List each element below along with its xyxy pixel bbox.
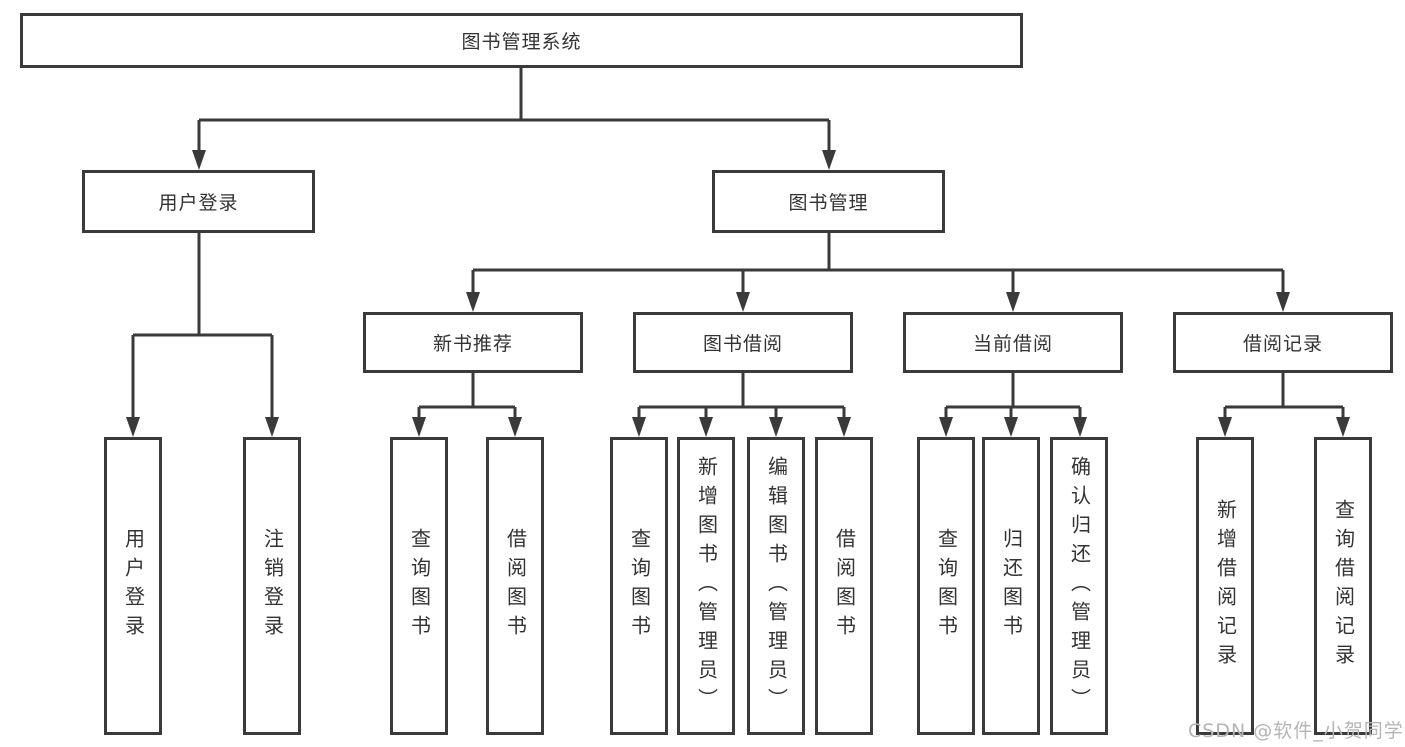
leaf-label: 注销登录 [260,528,285,644]
leaf-label: 查询借阅记录 [1331,499,1356,673]
leaf-add-books-admin: 新增图书（管理员） [677,437,735,735]
leaf-label: 用户登录 [121,528,146,644]
leaf-confirm-return-admin: 确认归还（管理员） [1050,437,1108,735]
leaf-label: 查询图书 [407,528,432,644]
leaf-label: 查询图书 [627,528,652,644]
leaf-borrow-books-recommend: 借阅图书 [486,437,544,735]
leaf-query-borrow-record: 查询借阅记录 [1314,437,1372,735]
leaf-label: 新增图书（管理员） [694,455,719,717]
node-current-borrow: 当前借阅 [903,312,1123,373]
leaf-label: 确认归还（管理员） [1067,455,1092,717]
node-borrow-records: 借阅记录 [1173,312,1393,373]
leaf-label: 归还图书 [999,528,1024,644]
connector-segments [131,68,1345,418]
arrowheads [126,150,1350,437]
leaf-borrow-books: 借阅图书 [815,437,873,735]
node-user-login: 用户登录 [82,170,315,233]
leaf-user-login: 用户登录 [104,437,162,735]
leaf-label: 查询图书 [934,528,959,644]
leaf-label: 编辑图书（管理员） [764,455,789,717]
node-new-book-recommend: 新书推荐 [363,312,583,373]
csdn-watermark: CSDN @软件_小贺同学 [1188,720,1404,742]
node-library-management-system: 图书管理系统 [20,13,1023,68]
node-book-borrow: 图书借阅 [633,312,853,373]
leaf-query-books-borrow: 查询图书 [610,437,668,735]
leaf-query-books-recommend: 查询图书 [390,437,448,735]
leaf-label: 借阅图书 [503,528,528,644]
leaf-label: 新增借阅记录 [1213,499,1238,673]
leaf-add-borrow-record: 新增借阅记录 [1196,437,1254,735]
node-book-management: 图书管理 [712,170,945,233]
leaf-query-books-current: 查询图书 [917,437,975,735]
leaf-edit-books-admin: 编辑图书（管理员） [747,437,805,735]
leaf-logout: 注销登录 [243,437,301,735]
leaf-label: 借阅图书 [832,528,857,644]
leaf-return-books: 归还图书 [982,437,1040,735]
